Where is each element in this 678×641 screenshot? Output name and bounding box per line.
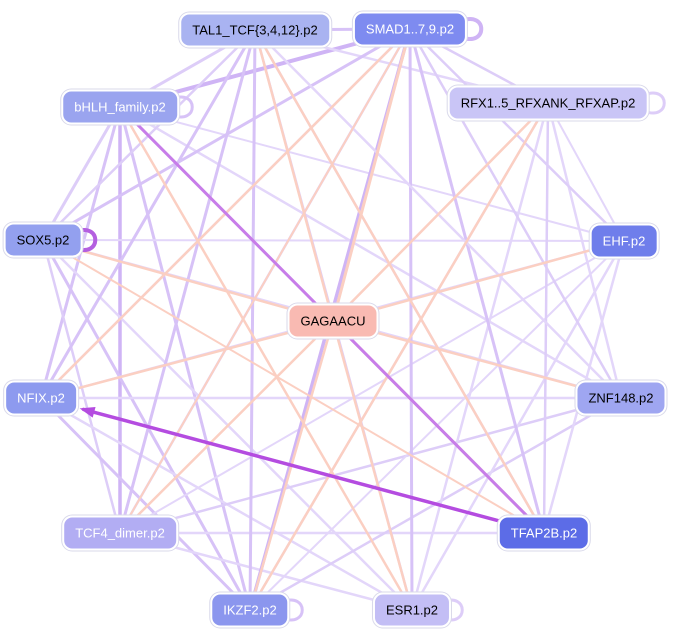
edge-gagaacu-tal1 bbox=[253, 28, 335, 323]
edge-gagaacu-ehf bbox=[331, 239, 626, 323]
edge-esr1-smad bbox=[408, 27, 414, 612]
edge-tcf4-ehf bbox=[119, 240, 625, 534]
node-esr1[interactable]: ESR1.p2 bbox=[372, 592, 452, 628]
edge-esr1-ehf bbox=[410, 239, 626, 612]
node-tfap2b[interactable]: TFAP2B.p2 bbox=[497, 515, 591, 551]
edge-bhlh-sox5 bbox=[41, 105, 122, 242]
edge-sox5-tfap2b bbox=[42, 239, 545, 534]
edge-znf148-smad bbox=[408, 27, 623, 400]
node-tcf4[interactable]: TCF4_dimer.p2 bbox=[62, 515, 178, 551]
self-loop-bhlh bbox=[170, 95, 194, 119]
node-gagaacu[interactable]: GAGAACU bbox=[287, 303, 379, 339]
node-rfx[interactable]: RFX1..5_RFXANK_RFXAP.p2 bbox=[447, 85, 649, 121]
edge-bhlh-esr1 bbox=[118, 105, 414, 612]
node-znf148[interactable]: ZNF148.p2 bbox=[575, 380, 667, 416]
edge-gagaacu-esr1 bbox=[331, 319, 414, 612]
edge-smad-tcf4 bbox=[119, 28, 411, 534]
node-smad[interactable]: SMAD1..7,9.p2 bbox=[352, 11, 468, 47]
edge-gagaacu-rfx bbox=[331, 101, 550, 323]
self-loop-smad bbox=[459, 17, 484, 41]
node-ehf[interactable]: EHF.p2 bbox=[589, 223, 659, 259]
edge-gagaacu-nfix bbox=[39, 319, 335, 400]
edge-nfix-ikzf2 bbox=[39, 396, 252, 612]
edge-ikzf2-tal1 bbox=[248, 28, 257, 612]
edge-gagaacu-smad bbox=[331, 27, 412, 323]
edge-tal1-tfap2b bbox=[253, 28, 546, 535]
edge-bhlh-znf148 bbox=[118, 105, 623, 400]
edge-gagaacu-sox5 bbox=[41, 238, 335, 323]
self-loop-ikzf2 bbox=[280, 598, 304, 622]
edge-nfix-tal1 bbox=[39, 28, 257, 400]
edge-ehf-rfx bbox=[547, 102, 625, 242]
node-bhlh[interactable]: bHLH_family.p2 bbox=[61, 89, 179, 125]
edge-gagaacu-znf148 bbox=[331, 319, 623, 400]
node-nfix[interactable]: NFIX.p2 bbox=[4, 380, 78, 416]
edge-znf148-rfx bbox=[546, 101, 623, 400]
edge-tfap2b-rfx bbox=[542, 101, 550, 535]
node-sox5[interactable]: SOX5.p2 bbox=[3, 222, 83, 258]
self-loop-rfx bbox=[642, 91, 666, 115]
node-ikzf2[interactable]: IKZF2.p2 bbox=[210, 592, 290, 628]
node-tal1[interactable]: TAL1_TCF{3,4,12}.p2 bbox=[179, 12, 331, 48]
edge-gagaacu-tcf4 bbox=[118, 319, 335, 535]
edge-sox5-ehf bbox=[42, 239, 625, 242]
edge-rfx-ikzf2 bbox=[248, 101, 550, 612]
edge-esr1-rfx bbox=[410, 101, 550, 612]
edge-tcf4-znf148 bbox=[118, 396, 623, 535]
edge-tfap2b-nfix bbox=[81, 407, 546, 535]
